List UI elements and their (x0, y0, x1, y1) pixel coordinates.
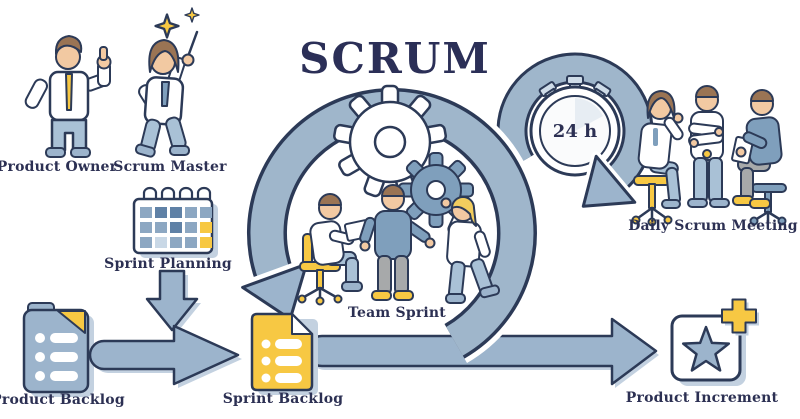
meeting-man-crossed-arms-figure (687, 85, 730, 208)
sparkle-icon (154, 13, 180, 39)
developer-reaching-figure (440, 196, 501, 304)
product-increment-icon (670, 298, 759, 386)
sprint-backlog-icon (250, 312, 318, 395)
arrow-down-icon (145, 269, 201, 334)
star-icon (681, 325, 731, 372)
sprint-planning-calendar-icon (132, 186, 218, 258)
daily-loop-arrowhead (578, 151, 640, 212)
calendar-cells (140, 207, 212, 248)
daily-scrum-figures (631, 85, 787, 227)
daily-loop-arrow (492, 48, 658, 195)
developer-sitting-figure (297, 193, 371, 306)
label-sprint-backlog: Sprint Backlog (222, 391, 344, 407)
label-scrum-master: Scrum Master (113, 159, 227, 175)
meeting-woman-figure (631, 90, 684, 227)
label-product-backlog: Product Backlog (0, 392, 125, 408)
team-sprint-figures (297, 184, 501, 306)
label-product-owner: Product Owner (0, 159, 118, 175)
timer-label: 24 h (552, 121, 598, 142)
diagram-title: SCRUM (299, 34, 491, 83)
product-backlog-icon (22, 302, 94, 397)
arrow-backlog-to-sprint-backlog (88, 324, 242, 388)
meeting-man-laptop-figure (731, 89, 787, 226)
sparkle-icon (184, 7, 200, 23)
scrum-master-figure (134, 7, 200, 158)
label-sprint-planning: Sprint Planning (104, 256, 232, 272)
developer-standing-figure (359, 184, 436, 301)
label-team-sprint: Team Sprint (348, 305, 446, 321)
plus-icon (721, 298, 757, 334)
label-daily-scrum-meeting: Daily Scrum Meeting (628, 218, 798, 234)
product-owner-figure (24, 35, 112, 158)
sprint-loop-arrow (236, 83, 542, 363)
label-product-increment: Product Increment (625, 390, 779, 406)
sprint-loop-arrowhead (241, 262, 308, 321)
